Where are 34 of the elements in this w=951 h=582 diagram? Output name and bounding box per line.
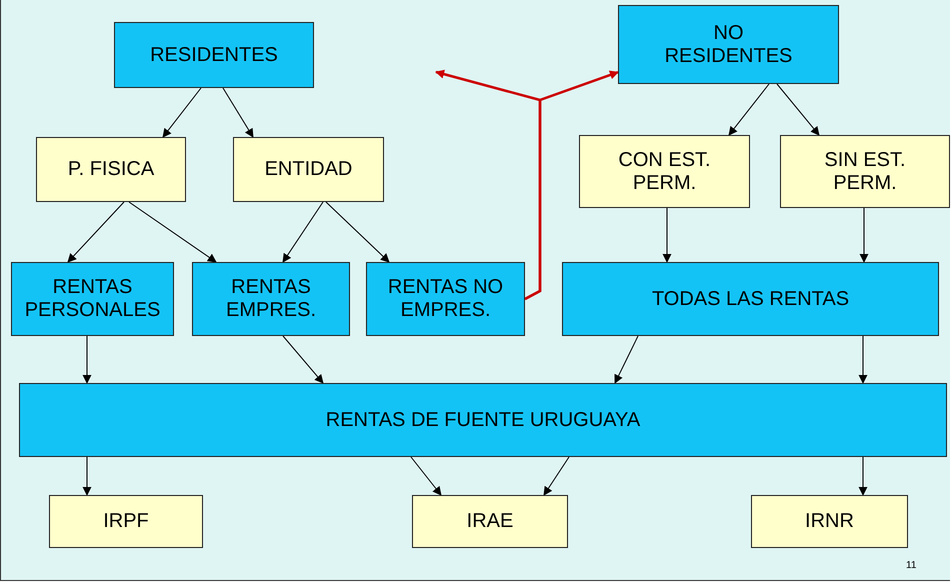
process-box: IRAE — [412, 495, 568, 548]
arrow — [222, 88, 254, 138]
arrow — [82, 456, 92, 496]
arrow — [776, 84, 820, 136]
process-box: ENTIDAD — [233, 137, 384, 202]
arrow — [282, 336, 324, 384]
process-box: CON EST. PERM. — [579, 135, 750, 208]
arrow — [82, 336, 92, 384]
arrow — [544, 456, 570, 496]
process-box: RESIDENTES — [114, 22, 314, 88]
arrow — [662, 208, 672, 263]
process-box: IRNR — [751, 495, 908, 548]
page-number: 11 — [906, 560, 916, 571]
arrow — [524, 70, 619, 300]
process-box: P. FISICA — [36, 137, 186, 202]
arrow — [162, 88, 202, 138]
process-box: NO RESIDENTES — [618, 5, 839, 84]
process-box: RENTAS NO EMPRES. — [366, 262, 525, 336]
arrow — [67, 202, 124, 263]
arrow — [728, 84, 770, 136]
process-box: RENTAS EMPRES. — [192, 262, 350, 336]
arrow — [410, 456, 442, 496]
process-box: TODAS LAS RENTAS — [562, 262, 939, 336]
arrow — [614, 336, 638, 384]
arrow — [858, 336, 868, 384]
process-box: IRPF — [49, 495, 203, 548]
arrow — [128, 202, 217, 262]
arrow — [860, 208, 868, 263]
arrow — [282, 202, 324, 263]
process-box: RENTAS PERSONALES — [11, 262, 174, 336]
process-box: RENTAS DE FUENTE URUGUAYA — [19, 383, 947, 457]
process-box: SIN EST. PERM. — [780, 135, 950, 208]
arrow — [858, 456, 868, 496]
arrow — [326, 202, 390, 263]
